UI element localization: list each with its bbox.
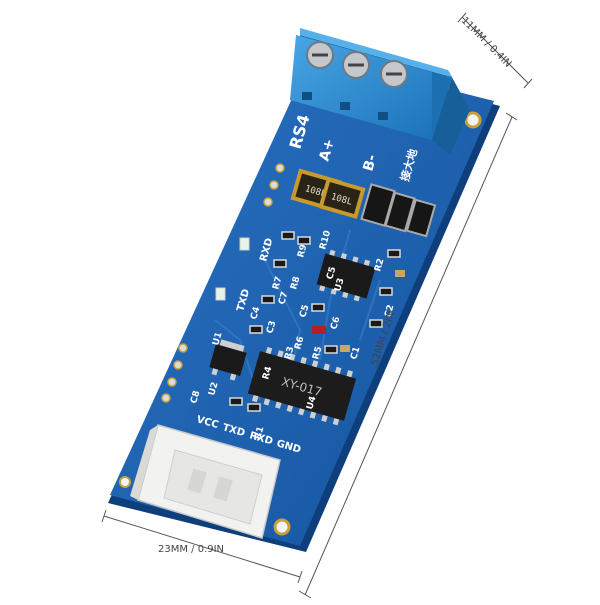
mounting-holes [119,111,482,536]
silk-r1: R1 [253,425,266,440]
red-diode [312,326,326,334]
silk-r5: R5 [311,345,324,360]
silkscreen: RS4 A+ B- 接大地 RXD TXD R1 R2 R3 R4 R7 R8 … [189,112,420,456]
main-chip: XY-017 [247,346,357,426]
voltage-regulator [209,339,247,381]
terminal-label-b: B- [360,153,380,173]
tantalum-capacitors: 108L 108L [290,168,366,219]
silk-r4: R4 [261,365,274,380]
silk-c5b: C5 [325,266,338,281]
silk-u3: U3 [333,277,346,293]
silk-c2: C2 [383,304,396,319]
smd-components [229,231,401,412]
diodes [360,183,437,238]
silk-c7: C7 [277,291,290,306]
smd-capacitor-tan [340,270,405,352]
silk-u4: U4 [305,395,318,411]
pin-holes [161,163,285,403]
dimension-label-width: 23MM / 0.9IN [158,544,225,555]
screw-icon [306,41,408,88]
silk-r9: R9 [296,243,309,258]
silk-r3: R3 [283,345,296,360]
terminal-label-a: A+ [316,137,338,163]
status-leds [215,237,250,301]
silk-r8: R8 [289,275,302,290]
silk-r6: R6 [293,335,306,350]
silk-r7: R7 [271,275,284,290]
screw-terminal-block [290,28,470,155]
silk-c1: C1 [349,346,362,361]
silk-c3: C3 [265,320,278,335]
silk-u1: U1 [211,331,224,347]
silk-c6: C6 [329,316,342,331]
silk-c8: C8 [189,390,202,405]
transceiver-chip [316,249,376,302]
dimension-lines [101,12,533,599]
silk-c4: C4 [249,306,262,321]
silk-c5: C5 [298,304,311,319]
jst-connector [130,424,281,539]
silk-u2: U2 [207,381,220,397]
silk-r2: R2 [373,257,386,272]
